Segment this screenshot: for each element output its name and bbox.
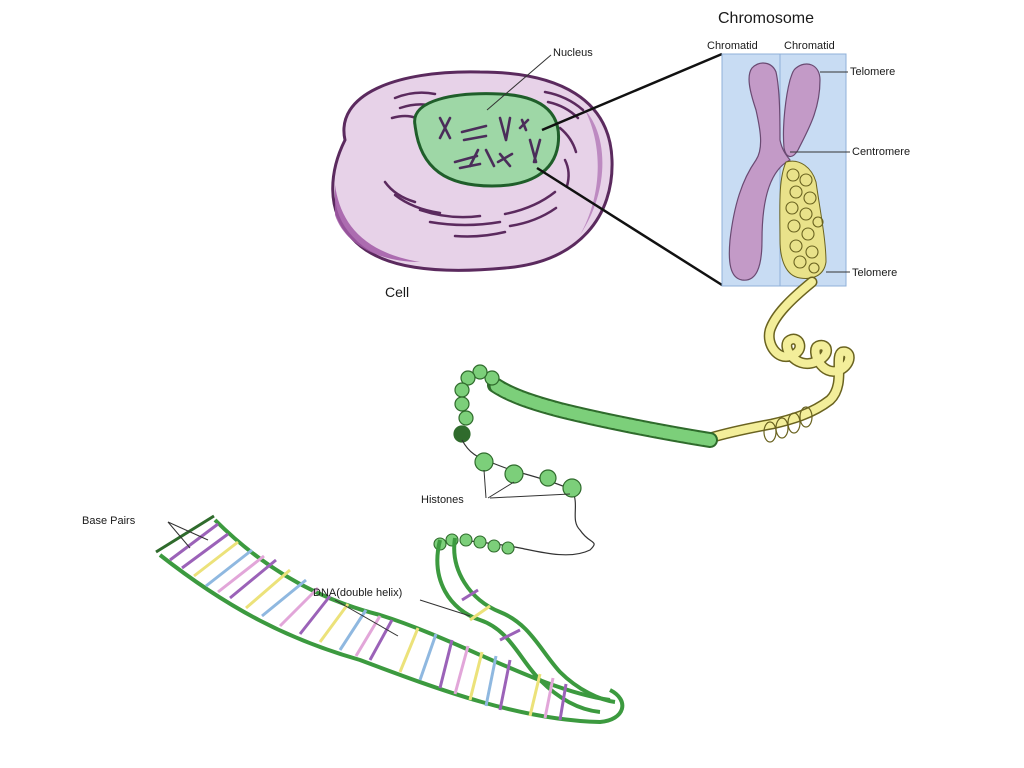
telomere-bottom-label: Telomere [852,267,897,279]
telomere-top-label: Telomere [850,66,895,78]
nucleus [413,92,561,188]
lower-chromatin [433,533,515,555]
dna-pointers [334,599,471,637]
chromatin-fiber [433,364,718,556]
chromatid-right-label: Chromatid [784,40,835,52]
zoom-line-top [541,52,723,132]
dna-label: DNA(double helix) [313,587,402,599]
chromatin-loops [785,168,824,274]
nucleus-chromosomes [438,116,542,170]
chromosome-title: Chromosome [718,10,814,27]
histones-label: Histones [421,494,464,506]
base-pairs-pointers [167,521,209,549]
dna-double-helix [155,514,625,725]
cell-illustration [331,70,614,272]
zoom-line-bottom [536,166,723,287]
nucleosome-loop [453,364,500,443]
nucleus-label: Nucleus [553,47,593,59]
base-pairs-label: Base Pairs [82,515,136,527]
centromere-label: Centromere [852,146,910,158]
histones-pointers [483,469,571,499]
cell-label: Cell [385,284,409,300]
histone-beads [474,452,582,498]
left-chromatid [728,62,791,281]
right-chromatid-top [782,63,821,158]
chromosome-shape [728,62,827,281]
cell-shadow [335,185,420,262]
nucleus-pointer [486,54,552,111]
chromatid-left-label: Chromatid [707,40,758,52]
supercoiled-fiber [704,276,855,444]
cell-shadow-right [580,110,603,235]
